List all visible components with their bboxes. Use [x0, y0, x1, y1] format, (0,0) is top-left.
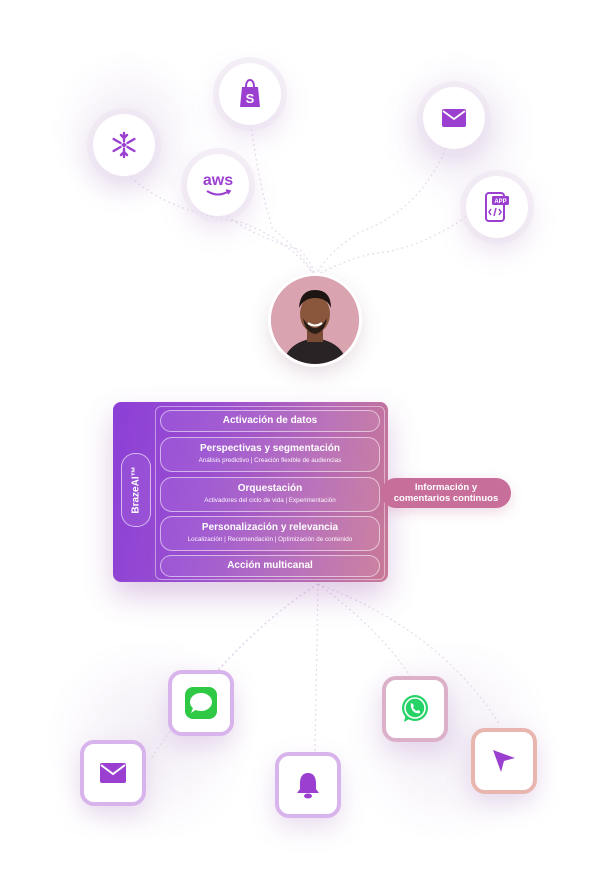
- notification-bell-icon: [297, 773, 319, 799]
- push-channel-tile: [275, 752, 341, 818]
- row-subtitle: Localización | Recomendación | Optimizac…: [187, 536, 353, 543]
- email-icon: [442, 109, 466, 127]
- row-personalizacion: Personalización y relevancia Localizació…: [160, 516, 380, 551]
- aws-icon: aws: [203, 173, 233, 197]
- whatsapp-icon: [402, 695, 428, 722]
- snowflake-icon: [112, 131, 136, 159]
- row-title: Orquestación: [237, 483, 303, 494]
- snowflake-integration: [93, 114, 155, 176]
- app-label: APP: [494, 199, 506, 205]
- feedback-line-1: Información y: [414, 482, 478, 493]
- shopify-icon: S: [240, 79, 260, 107]
- row-title: Perspectivas y segmentación: [199, 443, 341, 454]
- row-title: Personalización y relevancia: [201, 522, 339, 533]
- shopify-integration: S: [219, 63, 281, 125]
- customer-avatar: [271, 276, 359, 364]
- row-activacion-datos: Activación de datos: [160, 410, 380, 432]
- row-subtitle: Análisis predictivo | Creación flexible …: [198, 457, 342, 464]
- svg-text:S: S: [246, 91, 255, 106]
- sms-channel-tile: [168, 670, 234, 736]
- row-orquestacion: Orquestación Activadores del ciclo de vi…: [160, 477, 380, 512]
- row-perspectivas: Perspectivas y segmentación Análisis pre…: [160, 437, 380, 472]
- feedback-pill: Información y comentarios continuos: [381, 478, 511, 508]
- email-icon: [100, 763, 126, 783]
- brazeai-label-pill: BrazeAI™: [121, 453, 151, 527]
- whatsapp-channel-tile: [382, 676, 448, 742]
- glow: [40, 640, 260, 840]
- aws-label: aws: [202, 172, 234, 189]
- row-title: Acción multicanal: [227, 560, 313, 571]
- email-channel-tile: [80, 740, 146, 806]
- aws-integration: aws: [187, 154, 249, 216]
- feedback-line-2: comentarios continuos: [393, 493, 499, 504]
- braze-platform-panel: BrazeAI™ Activación de datos Perspectiva…: [113, 402, 388, 582]
- sms-icon: [185, 687, 217, 719]
- send-icon: [493, 750, 515, 772]
- app-code-icon: APP: [485, 192, 509, 222]
- email-integration: [423, 87, 485, 149]
- capabilities-stack: Activación de datos Perspectivas y segme…: [155, 406, 385, 580]
- brazeai-label: BrazeAI™: [130, 466, 142, 514]
- app-integration: APP: [466, 176, 528, 238]
- row-accion-multicanal: Acción multicanal: [160, 555, 380, 577]
- row-subtitle: Activadores del ciclo de vida | Experime…: [204, 497, 336, 504]
- in-app-channel-tile: [471, 728, 537, 794]
- row-title: Activación de datos: [222, 415, 318, 426]
